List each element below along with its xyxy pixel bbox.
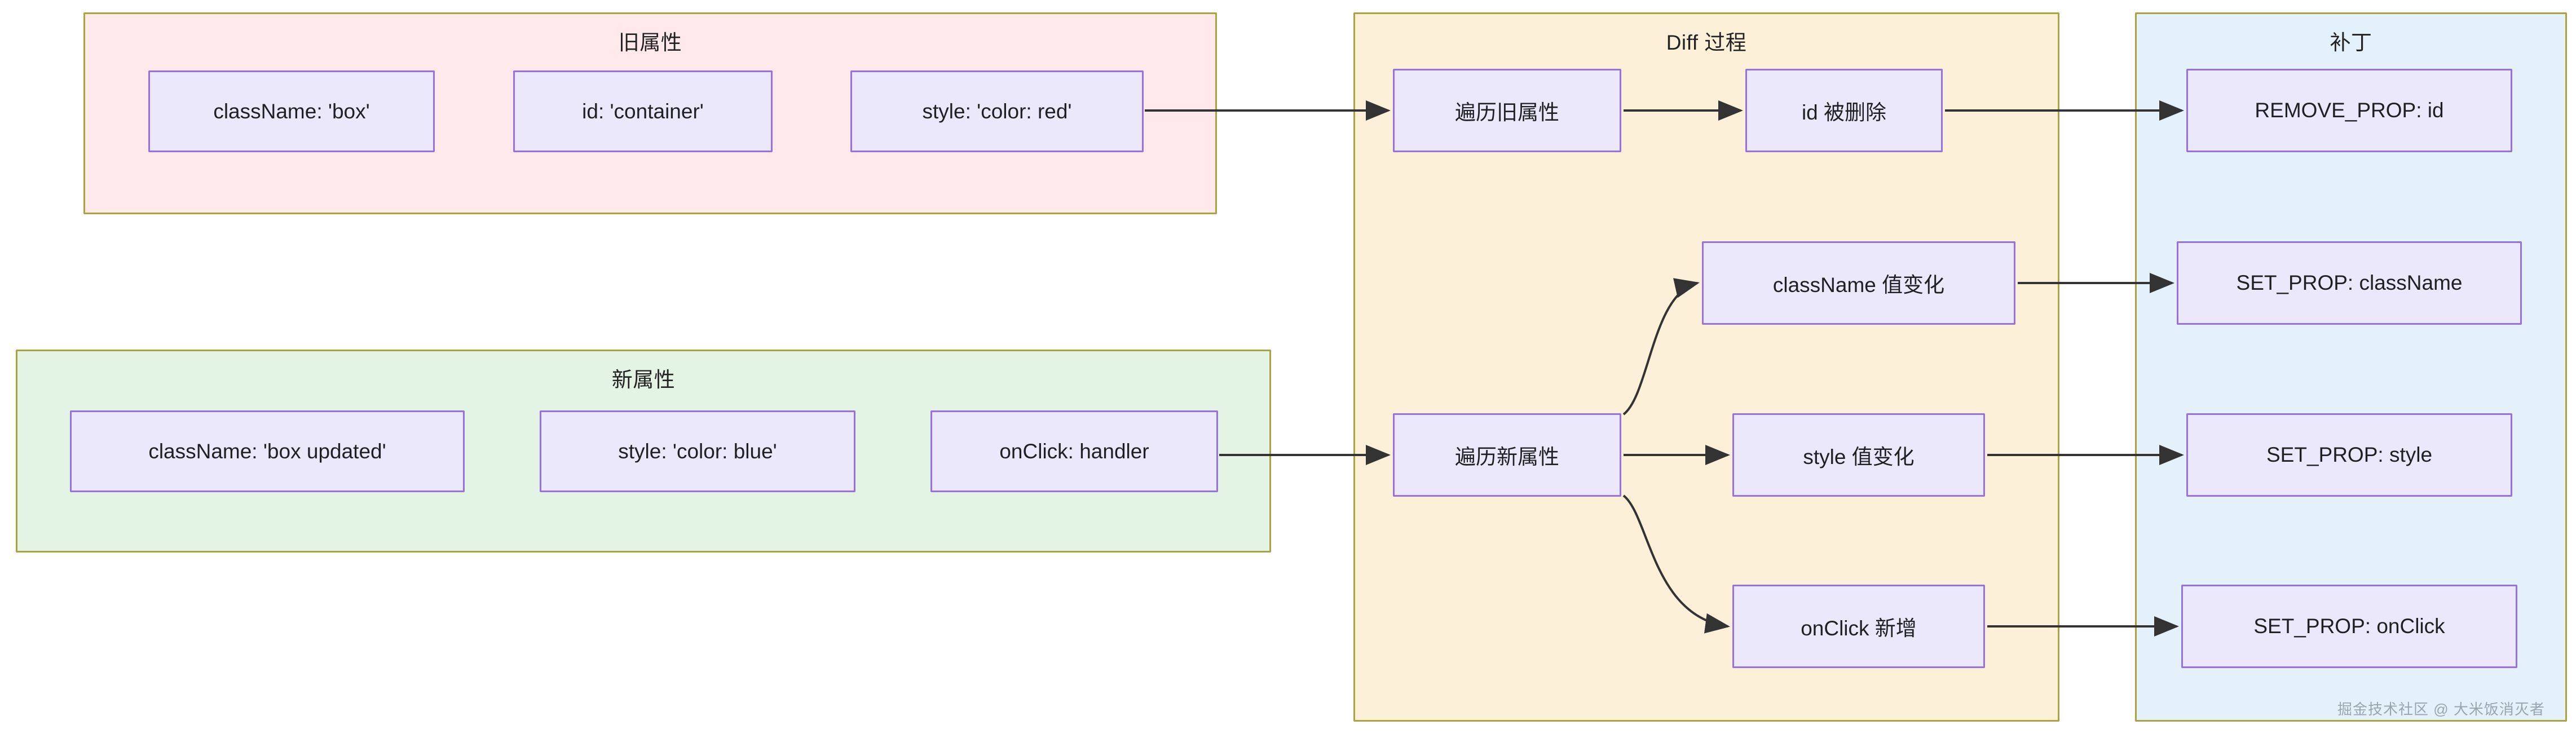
node-label: SET_PROP: className	[2236, 271, 2463, 294]
node-label: 遍历新属性	[1455, 445, 1559, 469]
node-label: style: 'color: blue'	[618, 439, 777, 463]
node-label: SET_PROP: onClick	[2253, 615, 2445, 638]
node-label: className 值变化	[1772, 273, 1945, 297]
cluster-new-props-title: 新属性	[611, 368, 676, 391]
node-new-style[interactable]: style: 'color: blue'	[540, 410, 855, 492]
node-label: id 被删除	[1801, 101, 1887, 124]
node-classname-changed[interactable]: className 值变化	[1702, 241, 2015, 325]
node-patch-set-onclick[interactable]: SET_PROP: onClick	[2181, 585, 2517, 668]
node-old-id[interactable]: id: 'container'	[513, 70, 773, 152]
node-new-onclick[interactable]: onClick: handler	[930, 410, 1218, 492]
node-old-classname[interactable]: className: 'box'	[148, 70, 435, 152]
node-style-changed[interactable]: style 值变化	[1732, 413, 1985, 497]
node-label: className: 'box updated'	[148, 439, 386, 463]
node-onclick-added[interactable]: onClick 新增	[1732, 585, 1985, 668]
node-label: SET_PROP: style	[2266, 443, 2433, 466]
node-id-removed[interactable]: id 被删除	[1745, 69, 1943, 152]
node-label: style 值变化	[1803, 445, 1915, 469]
node-old-style[interactable]: style: 'color: red'	[850, 70, 1144, 152]
node-patch-remove-id[interactable]: REMOVE_PROP: id	[2186, 69, 2512, 152]
node-label: REMOVE_PROP: id	[2255, 99, 2444, 122]
node-patch-set-classname[interactable]: SET_PROP: className	[2177, 241, 2522, 325]
cluster-diff-process-title: Diff 过程	[1666, 31, 1747, 54]
node-traverse-old-props[interactable]: 遍历旧属性	[1393, 69, 1621, 152]
node-label: id: 'container'	[582, 99, 704, 123]
cluster-patch-title: 补丁	[2330, 31, 2372, 54]
node-new-classname[interactable]: className: 'box updated'	[70, 410, 465, 492]
node-label: className: 'box'	[213, 99, 370, 123]
cluster-old-props-title: 旧属性	[618, 31, 682, 54]
node-traverse-new-props[interactable]: 遍历新属性	[1393, 413, 1621, 497]
node-label: onClick 新增	[1801, 617, 1917, 640]
node-patch-set-style[interactable]: SET_PROP: style	[2186, 413, 2512, 497]
node-label: onClick: handler	[999, 439, 1149, 463]
watermark: 掘金技术社区 @ 大米饭消灭者	[2337, 701, 2545, 718]
node-label: 遍历旧属性	[1455, 101, 1559, 124]
node-label: style: 'color: red'	[922, 99, 1072, 123]
